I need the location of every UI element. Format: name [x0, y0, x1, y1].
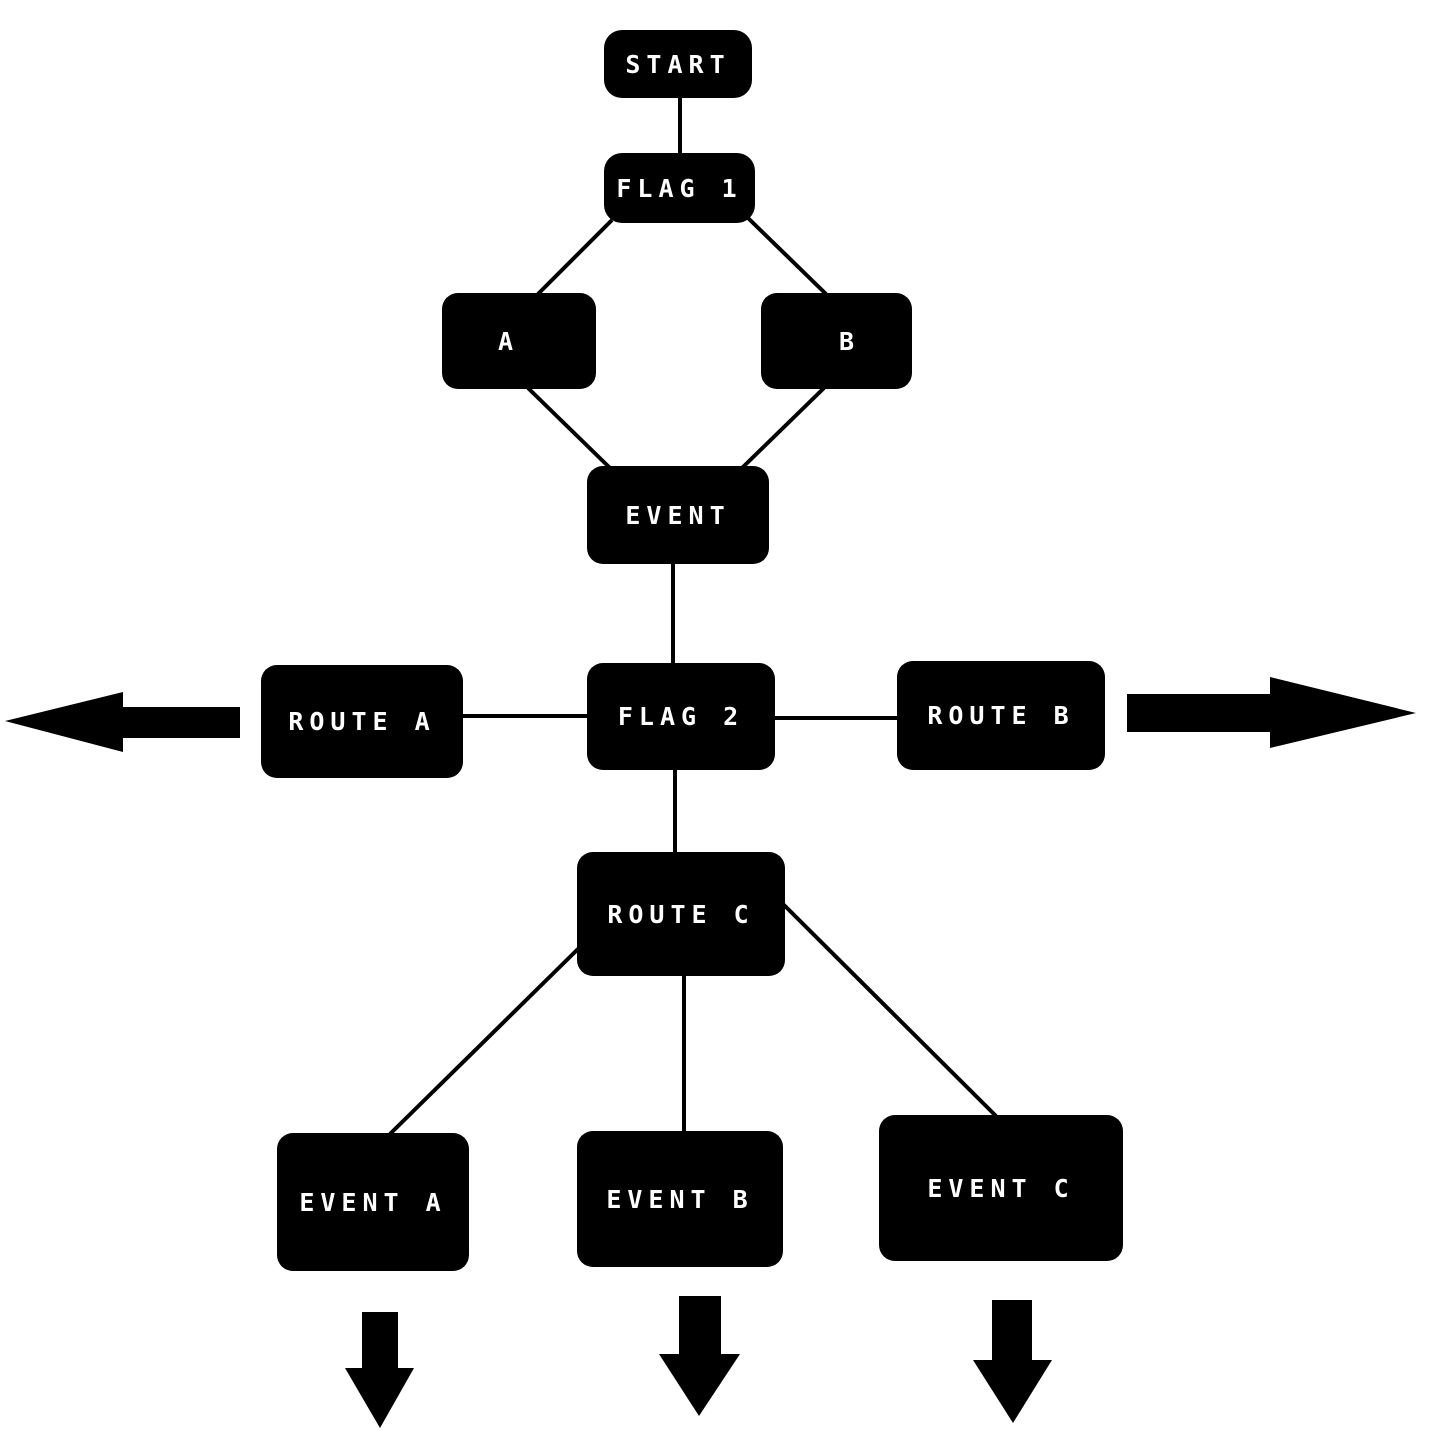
node-route-c-label: ROUTE C — [607, 899, 755, 929]
edge-a-event — [526, 386, 612, 470]
node-event-a: EVENT A — [277, 1133, 469, 1271]
edge-flag1-a — [536, 218, 614, 296]
node-event-b: EVENT B — [577, 1131, 783, 1267]
edge-route-c-event-a — [388, 946, 581, 1136]
node-event-c-label: EVENT C — [927, 1173, 1075, 1203]
node-flag-2-label: FLAG 2 — [617, 702, 745, 731]
right-arrow-icon — [1127, 677, 1416, 748]
node-flag-1: FLAG 1 — [604, 153, 755, 223]
node-route-a: ROUTE A — [261, 665, 463, 778]
node-flag-1-label: FLAG 1 — [616, 173, 743, 203]
node-a-label: A — [498, 326, 520, 356]
edge-b-event — [740, 386, 826, 470]
node-start-label: START — [625, 49, 731, 79]
node-event-label: EVENT — [625, 500, 731, 530]
node-b-label: B — [838, 326, 860, 356]
node-event-b-label: EVENT B — [606, 1184, 754, 1214]
node-route-b: ROUTE B — [897, 661, 1105, 770]
left-arrow-icon — [5, 692, 240, 752]
node-route-c: ROUTE C — [577, 852, 785, 976]
down-arrow-icon-event-a — [345, 1312, 414, 1428]
edge-flag1-b — [746, 216, 828, 296]
down-arrow-icon-event-b — [659, 1296, 740, 1416]
node-event-a-label: EVENT A — [299, 1187, 447, 1217]
node-start: START — [604, 30, 752, 98]
node-route-b-label: ROUTE B — [927, 701, 1075, 730]
node-event-c: EVENT C — [879, 1115, 1123, 1261]
node-a: A — [442, 293, 596, 389]
node-event: EVENT — [587, 466, 769, 564]
edge-route-c-event-c — [781, 902, 998, 1118]
down-arrow-icon-event-c — [973, 1300, 1052, 1423]
node-flag-2: FLAG 2 — [587, 663, 775, 770]
node-route-a-label: ROUTE A — [288, 707, 436, 736]
node-b: B — [761, 293, 912, 389]
